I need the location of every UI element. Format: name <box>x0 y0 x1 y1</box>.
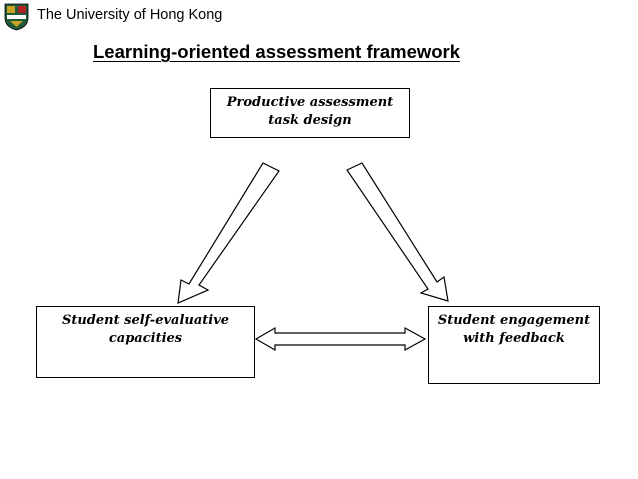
box-left-line1: Student self-evaluative <box>61 313 230 328</box>
university-crest-icon <box>4 3 29 31</box>
arrow-top-to-left <box>177 162 280 304</box>
arrow-top-to-right <box>346 162 449 302</box>
box-top-line2: task design <box>268 113 352 128</box>
box-productive-assessment-task-design: Productive assessment task design <box>210 88 410 138</box>
box-right-line1: Student engagement <box>437 313 591 328</box>
page-title: Learning-oriented assessment framework <box>93 41 461 62</box>
arrow-left-right <box>254 326 427 352</box>
university-name: The University of Hong Kong <box>37 7 223 23</box>
box-left-line2: capacities <box>108 331 183 346</box>
box-right-line2: with feedback <box>463 331 565 346</box>
box-student-self-evaluative-capacities: Student self-evaluative capacities <box>36 306 255 378</box>
box-student-engagement-with-feedback: Student engagement with feedback <box>428 306 600 384</box>
box-top-line1: Productive assessment <box>226 95 394 110</box>
